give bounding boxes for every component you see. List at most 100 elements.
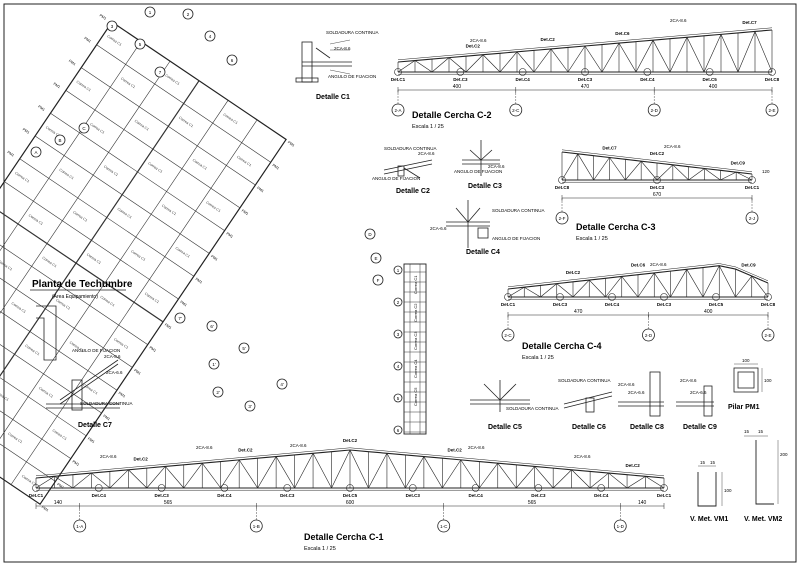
detail-c3-drawing [462,140,500,176]
plan-beam-tag: Correa C1 [192,158,208,171]
truss-c2-diagonal [618,42,637,73]
plan-beam-tag: Correa C1 [89,122,105,135]
plan-pillar-tag: PM1 [87,437,95,444]
truss-c2-dim-value: 400 [453,84,462,90]
truss-c1-dim-value: 600 [346,500,355,506]
truss-c1-diagonal [534,466,554,489]
truss-c2-axis-label: 2-D [651,108,659,113]
c9-note-ca: 2CA-8.6 [680,378,697,383]
plan-beam-tag: Correa C1 [130,249,146,262]
c4-note-ca: 2CA-6.6 [430,226,447,231]
truss-c4-axis-label: 2-C [504,333,512,338]
strip-axis-circle [393,361,403,371]
truss-c1-diagonal [146,466,166,489]
truss-c3-height-dim: 120 [762,169,770,174]
truss-c1-diagonal [589,472,609,489]
truss-c4-detail-top: Det.C9 [741,263,756,268]
truss-c1-diagonal [183,462,203,489]
plan-pillar-tag: PM1 [210,254,218,261]
plan-beam-tag: Correa C1 [0,389,9,402]
truss-c3-title: Detalle Cercha C-3 [576,222,656,232]
plan-title: Planta de Techumbre [32,279,133,290]
truss-c2-axis-circle [391,103,405,117]
truss-c2-diagonal [720,34,739,73]
truss-c1-scale: Escala 1 / 25 [304,546,336,552]
truss-c4-detail-bottom: Det.C4 [605,302,620,307]
truss-c1-axis-circle [249,519,263,533]
truss-c1-detail-circle [471,484,480,492]
truss-c2-note-ca: 2CA-8.6 [470,38,487,43]
c2-note-angulo: ANGULO DE FIJACION [372,176,420,181]
truss-c4-title: Detalle Cercha C-4 [522,341,602,351]
truss-c1-diagonal [294,453,314,489]
plan-pillar-tag: PM1 [149,345,157,352]
plan-axis-bottom-label: 5' [242,346,246,351]
truss-c2-axis-circle [509,103,523,117]
plan-axis-bottom-circle [208,358,220,370]
truss-c3-detail-bottom: Det.C1 [745,185,760,190]
truss-c2-axis-circle [765,103,779,117]
strip-axis-label: 3 [397,332,400,337]
truss-c1-diagonal [349,449,369,489]
plan-beam-tag: Correa C1 [117,207,133,220]
c7-note-ca2: 2CA-6.6 [106,370,123,375]
plan-beam-tag: Correa C1 [82,383,98,396]
truss-c4-diagonal [654,272,671,298]
truss-c1-diagonal [460,459,480,489]
truss-c1-detail-bottom: Det.C4 [217,493,232,498]
truss-c1-diagonal [54,476,74,489]
strip-axis-circle [393,393,403,403]
truss-c3-diagonal [672,164,689,181]
truss-c4-diagonal [589,279,606,298]
truss-c4-detail-bottom: Det.C8 [761,302,776,307]
truss-c1-diagonal [128,469,148,489]
truss-c1-dim-value: 565 [528,500,537,506]
truss-c1-detail-circle [597,484,606,492]
plan-pillar-tag: PM1 [83,36,91,43]
truss-c3-dim-value: 670 [653,192,662,198]
truss-c4-dim-value: 470 [574,309,583,315]
plan-axis-top-label: 6 [231,58,234,63]
truss-c2-diagonal [431,57,450,73]
truss-c2-detail-top: Det.C2 [466,44,481,49]
truss-c1-diagonal [386,453,406,489]
truss-c1-detail-bottom: Det.C3 [531,493,546,498]
plan-axis-top-label: 2 [187,12,190,17]
plan-pillar-tag: PM1 [272,163,280,170]
truss-c1-diagonal [312,453,332,489]
plan-pillar-tag: PM1 [241,209,249,216]
plan-subtitle: (Area Equipamiento) [52,294,98,300]
plan-beam-tag: Correa C1 [120,77,136,90]
truss-c2-detail-circle [394,68,402,76]
truss-c4-note-ca: 2CA-8.6 [650,262,667,267]
strip-axis-label: 6 [397,428,400,433]
truss-c1-axis-label: 1-B [253,524,260,529]
plan-axis-bottom-circle [206,320,218,332]
truss-c4-axis-label: 2-E [764,333,771,338]
truss-c2-title: Detalle Cercha C-2 [412,110,492,120]
pilar-dim-b: 100 [764,378,772,383]
plan-axis-left-label: C [82,126,86,131]
truss-c3-detail-top: Det.C9 [731,160,746,165]
plan-grid-row [0,340,71,459]
vm1-drawing [697,465,723,507]
plan-pillar-tag: PM1 [37,105,45,112]
plan-axis-top-label: 3 [111,24,114,29]
truss-c2-dim-value: 470 [581,84,590,90]
plan-pillar-tag: PM1 [225,231,233,238]
truss-c3-axis-circle [555,211,569,225]
truss-c1-detail-circle [534,484,543,492]
detail-c4-drawing [446,200,490,248]
plan-beam-tag: Correa C1 [76,80,92,93]
strip-tag: Correa C2 [413,303,418,322]
plan-pillar-tag: PM1 [287,140,295,147]
truss-c2-detail-bottom: Det.C1 [391,77,406,82]
truss-c1-axis-circle [613,519,627,533]
truss-c1-axis-label: 1-C [440,524,448,529]
truss-c4-diagonal [735,275,752,298]
truss-c1-detail-circle [95,484,103,492]
truss-c4-axis-circle [501,328,515,342]
plan-pillar-tag: PM1 [164,323,172,330]
